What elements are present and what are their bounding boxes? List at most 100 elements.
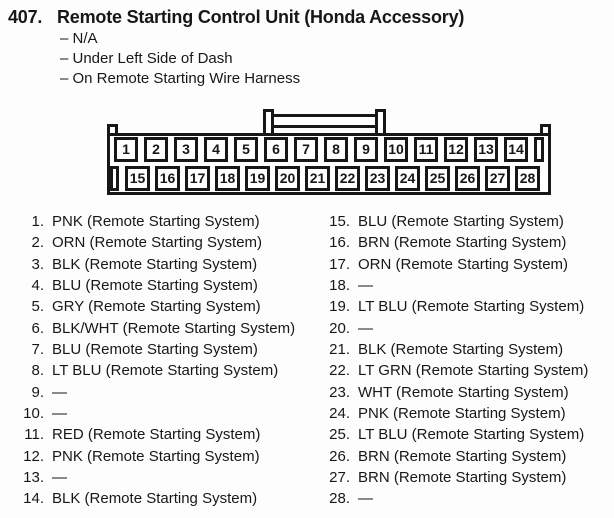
pin-list-item: 4. BLU (Remote Starting System) [8, 275, 310, 296]
pin-number: 24. [329, 405, 350, 423]
pin-list-item: 28.— [314, 488, 614, 509]
pin-number: 17. [329, 255, 350, 273]
connector-pin-20: 20 [275, 166, 300, 191]
connector-pin-26: 26 [455, 166, 480, 191]
pin-list-item: 20. — [314, 318, 614, 339]
pin-wire-label: BLU (Remote Starting System) [52, 341, 258, 359]
pin-number: 7. [31, 341, 44, 359]
connector-pin-2: 2 [144, 137, 168, 162]
connector-blank-cavity [534, 137, 544, 162]
connector-pin-24: 24 [395, 166, 420, 191]
pin-list-item: 19. LT BLU (Remote Starting System) [314, 296, 614, 317]
pin-list-item: 17. ORN (Remote Starting System) [314, 254, 614, 275]
pin-wire-label: ORN (Remote Starting System) [52, 234, 263, 252]
pin-list-item: 1.PNK (Remote Starting System) [8, 211, 310, 232]
location-detail-line: – On Remote Starting Wire Harness [60, 70, 301, 87]
pin-number: 4. [31, 277, 44, 295]
pin-list-item: 10. — [8, 403, 310, 424]
pin-number: 14. [23, 490, 44, 508]
pin-wire-label: BLU (Remote Starting System) [358, 213, 564, 230]
connector-pin-17: 17 [185, 166, 210, 191]
connector-pin-9: 9 [354, 137, 378, 162]
pin-number: 9. [31, 383, 44, 401]
pin-list-item: 25. LT BLU (Remote Starting System) [314, 424, 614, 445]
pin-list-item: 5.GRY (Remote Starting System) [8, 296, 310, 317]
connector-pin-11: 11 [414, 137, 438, 162]
pin-list-item: 7. BLU (Remote Starting System) [8, 339, 310, 360]
pin-wire-label: — [52, 383, 67, 401]
pin-list-item: 8. LT BLU (Remote Starting System) [8, 360, 310, 381]
pin-number: 19. [329, 298, 350, 316]
pin-list-column-right: 15.BLU (Remote Starting System) 16. BRN (R… [310, 211, 614, 510]
connector-pin-5: 5 [234, 137, 258, 162]
connector-pin-28: 28 [515, 166, 540, 191]
pin-wire-label: WHT (Remote Starting System) [358, 383, 569, 401]
pin-number: 16. [329, 234, 350, 252]
pin-wire-label: LT GRN (Remote Starting System) [358, 362, 589, 380]
connector-pin-14: 14 [504, 137, 528, 162]
connector-pin-8: 8 [324, 137, 348, 162]
pin-number: 8. [31, 362, 44, 380]
connector-pin-1: 1 [114, 137, 138, 162]
connector-pin-4: 4 [204, 137, 228, 162]
pin-number: 5. [31, 298, 44, 316]
pin-wire-label: BLK (Remote Starting System) [358, 341, 564, 359]
pin-number: 13. [23, 469, 44, 487]
connector-corner-tab-left [107, 124, 118, 133]
pin-wire-label: LT BLU (Remote Starting System) [358, 298, 585, 316]
pin-list-item: 12.PNK (Remote Starting System) [8, 446, 310, 467]
pin-list-item: 23.WHT (Remote Starting System) [314, 382, 614, 403]
connector-latch-bar [267, 114, 385, 128]
pin-wire-label: — [52, 405, 67, 423]
pin-list-item: 2.ORN (Remote Starting System) [8, 232, 310, 253]
pin-wire-label: LT BLU (Remote Starting System) [358, 426, 585, 444]
pin-wire-label: BRN (Remote Starting System) [358, 447, 567, 465]
connector-pin-6: 6 [264, 137, 288, 162]
pin-wire-label: LT BLU (Remote Starting System) [52, 362, 279, 380]
connector-pin-13: 13 [474, 137, 498, 162]
pin-list-item: 14. BLK (Remote Starting System) [8, 488, 310, 509]
pin-number: 10. [23, 405, 44, 423]
pin-list-item: 15.BLU (Remote Starting System) [314, 211, 614, 232]
location-detail-line: – N/A [60, 30, 98, 47]
pin-list-item: 21. BLK (Remote Starting System) [314, 339, 614, 360]
pin-wire-label: BLK (Remote Starting System) [52, 490, 258, 508]
connector-pin-27: 27 [485, 166, 510, 191]
pin-number: 27. [329, 469, 350, 487]
connector-pin-25: 25 [425, 166, 450, 191]
pin-wire-label: BLK (Remote Starting System) [52, 255, 258, 273]
connector-pin-15: 15 [125, 166, 150, 191]
pin-wire-label: — [358, 319, 373, 337]
pin-list-item: 6.BLK/WHT (Remote Starting System) [8, 318, 310, 339]
pin-number: 11. [24, 426, 44, 444]
pin-list-item: 22.LT GRN (Remote Starting System) [314, 360, 614, 381]
pin-wire-label: BRN (Remote Starting System) [358, 469, 567, 487]
pin-wire-label: BLU (Remote Starting System) [52, 277, 258, 295]
connector-pin-23: 23 [365, 166, 390, 191]
connector-latch-post-right [375, 109, 386, 133]
pin-number: 28. [329, 490, 350, 508]
pin-number: 1. [31, 213, 44, 230]
connector-pin-18: 18 [215, 166, 240, 191]
pin-number: 18. [329, 277, 350, 295]
pin-wire-label: ORN (Remote Starting System) [358, 255, 569, 273]
connector-pin-22: 22 [335, 166, 360, 191]
pin-list-column-left: 1.PNK (Remote Starting System)2.ORN (Rem… [0, 211, 310, 510]
connector-pin-21: 21 [305, 166, 330, 191]
pin-number: 26. [329, 447, 350, 465]
pin-list-item: 3. BLK (Remote Starting System) [8, 254, 310, 275]
connector-pin-16: 16 [155, 166, 180, 191]
pin-list-item: 26. BRN (Remote Starting System) [314, 446, 614, 467]
pin-number: 3. [31, 255, 44, 273]
connector-blank-cavity [110, 166, 119, 191]
location-details: – N/A– Under Left Side of Dash– On Remot… [60, 29, 300, 89]
pin-wire-label: PNK (Remote Starting System) [52, 447, 260, 465]
pin-number: 21. [329, 341, 350, 359]
section-number: 407. [8, 7, 43, 27]
pin-number: 20. [329, 319, 350, 337]
pin-number: 25. [329, 426, 350, 444]
